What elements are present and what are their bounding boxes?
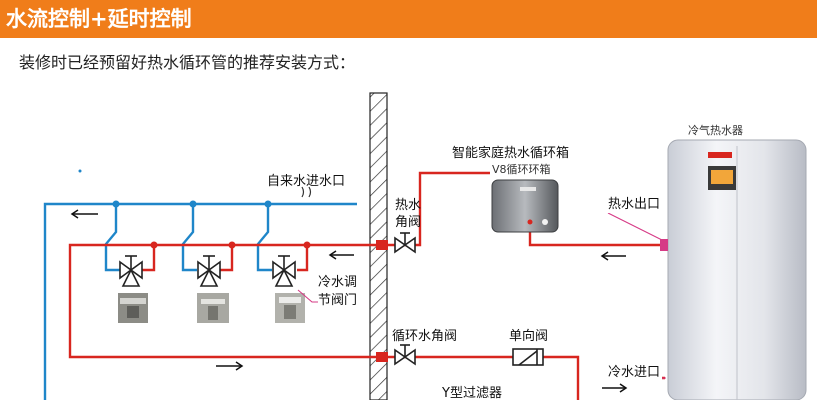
kitchen-faucet-photo — [275, 293, 305, 323]
wall-joint-hot — [376, 240, 388, 250]
hot-outlet-label: 热水出口 — [606, 197, 663, 213]
mixer-valve — [197, 255, 221, 287]
subtitle: 装修时已经预留好热水循环管的推荐安装方式： — [19, 53, 356, 72]
hot-junction — [150, 241, 158, 249]
mixer-valve — [272, 255, 296, 287]
smart-box-label: 智能家庭热水循环箱 — [452, 146, 570, 161]
check-valve-symbol — [512, 348, 544, 366]
check-valve-label: 单向阀 — [509, 329, 549, 344]
mixer-valve — [119, 255, 143, 287]
hot-junction — [303, 241, 311, 249]
water-heater — [660, 139, 807, 400]
cold-valve-label-2: 节阀门 — [318, 293, 358, 308]
box-model-label: V8循环环箱 — [492, 163, 551, 176]
cold-inlet-label: 冷水进口 — [606, 365, 663, 381]
dot-marker — [78, 169, 82, 173]
circulation-angle-valve — [394, 344, 416, 366]
cold-valve-label-1: 冷水调 — [318, 275, 358, 290]
circulation-box — [491, 179, 559, 233]
shower-photo — [118, 293, 148, 323]
cold-junction — [264, 200, 272, 208]
hot-angle-valve — [394, 232, 416, 254]
page-title: 水流控制+延时控制 — [6, 7, 192, 31]
wall-joint-circ — [376, 352, 388, 362]
hot-angle-valve-label-2: 角阀 — [395, 215, 422, 230]
tap-water-inlet-label: 自来水进水口 — [267, 174, 346, 189]
cold-junction — [112, 200, 120, 208]
basin-faucet-photo — [197, 293, 229, 323]
water-wave-icon — [301, 186, 312, 198]
hot-water-pipes — [68, 171, 665, 400]
y-filter-label: Y型过滤器 — [442, 386, 502, 401]
flow-arrows — [70, 209, 628, 393]
cold-junction — [189, 200, 197, 208]
header-bar: 水流控制+延时控制 — [0, 0, 817, 38]
hot-angle-valve-label-1: 热水 — [395, 198, 422, 213]
circulation-valve-label: 循环水角阀 — [392, 329, 458, 344]
hot-junction — [228, 241, 236, 249]
heater-name-label: 冷气热水器 — [688, 124, 743, 137]
